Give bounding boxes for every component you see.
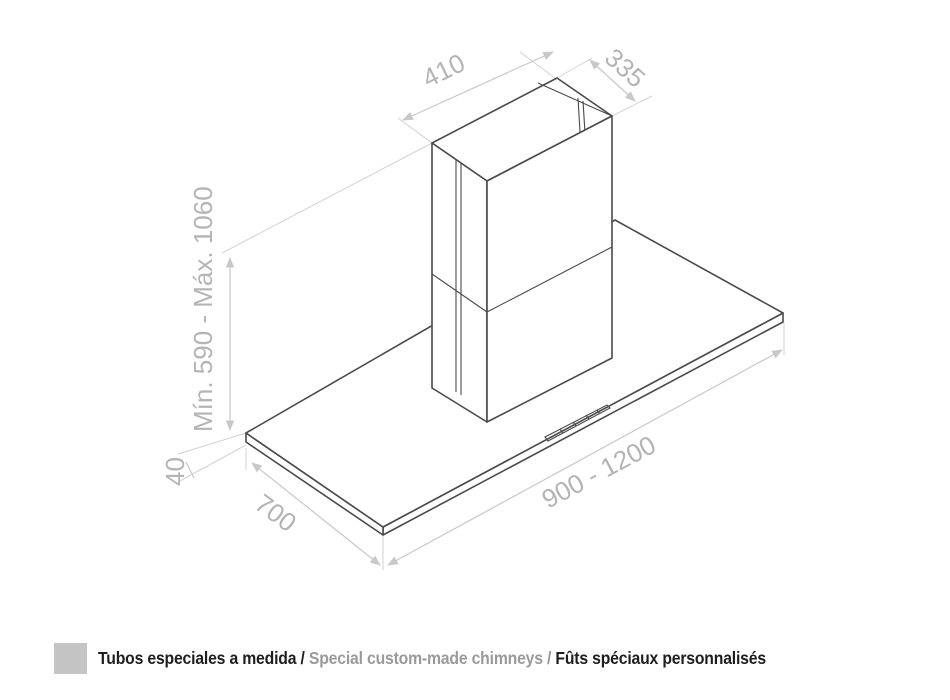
label-chimney-width: 410 [417, 47, 469, 93]
label-height: Mín. 590 - Máx. 1060 [188, 186, 218, 432]
dim-hood-depth [251, 462, 381, 566]
label-thickness: 40 [160, 457, 190, 486]
chimney [431, 77, 613, 423]
label-chimney-depth: 335 [599, 42, 651, 93]
label-hood-depth: 700 [249, 488, 302, 538]
dim-chimney-depth [589, 59, 636, 102]
dim-chimney-width [402, 51, 554, 121]
legend-english: Special custom-made chimneys / [308, 648, 552, 668]
dim-thickness [185, 461, 195, 479]
legend: Tubos especiales a medida / Special cust… [54, 643, 840, 674]
legend-french: Fûts spéciaux personnalisés [555, 648, 766, 668]
dim-hood-width [387, 349, 783, 566]
dimension-lines [185, 51, 783, 566]
legend-swatch [54, 643, 87, 674]
legend-text: Tubos especiales a medida / Special cust… [98, 648, 766, 669]
control-panel [544, 404, 611, 442]
hood-dimension-drawing: 410 335 Mín. 590 - Máx. 1060 40 700 900 … [160, 42, 785, 570]
legend-spanish: Tubos especiales a medida / [98, 648, 305, 668]
